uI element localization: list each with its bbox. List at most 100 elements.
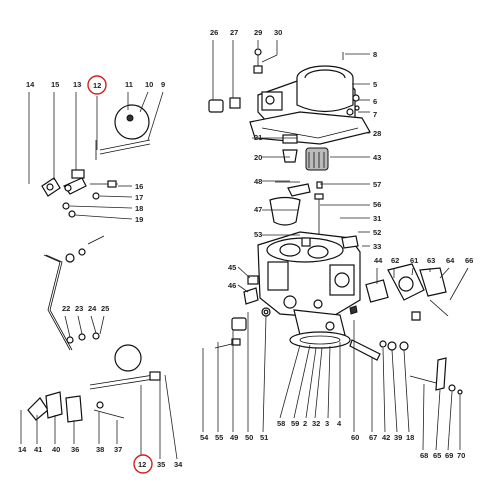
label-63: 63 [427, 256, 435, 265]
label-19: 19 [135, 215, 143, 224]
label-14-top: 14 [26, 80, 35, 89]
leader-line [99, 315, 105, 335]
label-69: 69 [445, 451, 453, 460]
leader-line [305, 347, 317, 419]
leader-line [435, 389, 441, 451]
label-4: 4 [337, 419, 342, 428]
leader-line [90, 315, 97, 334]
label-14-bottom: 14 [18, 445, 27, 454]
accelerator-pump [365, 263, 449, 321]
float-and-needle [269, 181, 324, 235]
label-50: 50 [245, 433, 253, 442]
leader-line [99, 195, 133, 198]
label-55: 55 [215, 433, 223, 442]
label-6: 6 [373, 97, 377, 106]
leader-line [261, 54, 278, 63]
leader-line [69, 205, 133, 209]
highlight-circles [87, 75, 153, 474]
leader-line [449, 267, 469, 301]
label-9: 9 [161, 80, 165, 89]
label-10: 10 [145, 80, 153, 89]
label-23: 23 [75, 304, 83, 313]
leader-line [77, 315, 83, 335]
label-47: 47 [254, 205, 262, 214]
leader-line [447, 391, 453, 451]
leader-line [411, 267, 414, 276]
leader-line [391, 349, 398, 433]
label-51: 51 [260, 433, 268, 442]
label-33: 33 [373, 242, 381, 251]
leader-line [293, 344, 311, 419]
leader-line [403, 349, 410, 433]
label-22: 22 [62, 304, 70, 313]
label-44: 44 [374, 256, 383, 265]
label-59: 59 [291, 419, 299, 428]
label-57: 57 [373, 180, 381, 189]
label-15: 15 [51, 80, 59, 89]
label-16: 16 [135, 182, 143, 191]
label-52: 52 [373, 228, 381, 237]
label-40: 40 [52, 445, 60, 454]
label-65: 65 [433, 451, 441, 460]
choke-lever-parts [41, 140, 118, 218]
label-64: 64 [446, 256, 455, 265]
label-34: 34 [174, 460, 183, 469]
label-32: 32 [312, 419, 320, 428]
label-28: 28 [373, 129, 381, 138]
label-24: 24 [88, 304, 97, 313]
label-42: 42 [382, 433, 390, 442]
label-49: 49 [230, 433, 238, 442]
choke-plate-assembly [99, 104, 151, 155]
label-45: 45 [228, 263, 236, 272]
leader-line [139, 91, 149, 113]
label-61: 61 [410, 256, 418, 265]
label-35: 35 [157, 460, 165, 469]
leader-lines [20, 40, 469, 460]
label-67: 67 [369, 433, 377, 442]
label-25: 25 [101, 304, 109, 313]
throttle-shaft-assembly [27, 344, 161, 423]
label-29: 29 [254, 28, 262, 37]
label-66: 66 [465, 256, 473, 265]
label-3: 3 [325, 419, 329, 428]
highlight-circle-top [87, 75, 107, 95]
label-56: 56 [373, 200, 381, 209]
leader-line [439, 267, 450, 279]
leader-line [237, 266, 251, 279]
leader-line [164, 374, 178, 460]
label-70: 70 [457, 451, 465, 460]
label-18-top: 18 [135, 204, 143, 213]
label-21: 21 [254, 133, 262, 142]
top-screws [208, 48, 360, 113]
leader-line [422, 383, 425, 451]
label-2: 2 [303, 419, 307, 428]
label-8: 8 [373, 50, 377, 59]
label-17: 17 [135, 193, 143, 202]
label-13: 13 [73, 80, 81, 89]
label-12-bottom: 12 [138, 460, 146, 469]
leader-line [237, 284, 249, 293]
label-36: 36 [71, 445, 79, 454]
label-60: 60 [351, 433, 359, 442]
leader-line [314, 347, 323, 419]
label-43: 43 [373, 153, 381, 162]
label-54: 54 [200, 433, 209, 442]
label-18-bottom: 18 [406, 433, 414, 442]
label-58: 58 [277, 419, 285, 428]
carburetor-main-body [257, 231, 361, 336]
label-37: 37 [114, 445, 122, 454]
leader-line [262, 315, 267, 433]
label-46: 46 [228, 281, 236, 290]
label-30: 30 [274, 28, 282, 37]
label-5: 5 [373, 80, 377, 89]
label-39: 39 [394, 433, 402, 442]
label-68: 68 [420, 451, 428, 460]
throttle-base-gasket [289, 331, 351, 349]
label-62: 62 [391, 256, 399, 265]
leader-line [279, 344, 301, 419]
label-48: 48 [254, 177, 262, 186]
label-12-top: 12 [93, 81, 101, 90]
label-38: 38 [96, 445, 104, 454]
